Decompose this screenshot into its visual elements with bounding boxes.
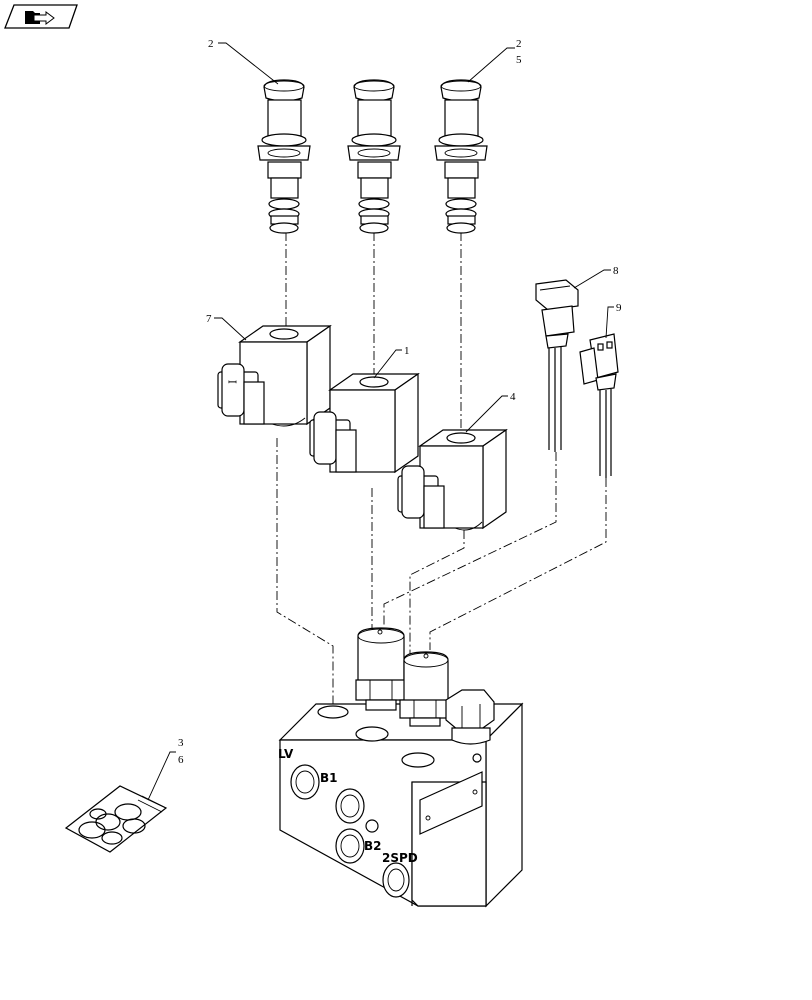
solenoid-coil-right [397, 428, 508, 531]
manifold-block [278, 702, 524, 908]
folder-arrow-icon [25, 11, 55, 25]
callout-4: 4 [510, 391, 516, 403]
leader-lines [147, 42, 614, 801]
pressure-sensor-right [399, 651, 451, 727]
callout-8: 8 [613, 265, 619, 277]
valve-cartridge-left [257, 79, 311, 234]
seal-kit-bag [64, 785, 168, 853]
callout-labels: 2 2 5 7 1 4 8 9 3 6 [178, 38, 622, 766]
plug-hex [445, 689, 495, 745]
port-label-2spd: 2SPD [382, 851, 418, 865]
port-label-lv: LV [278, 747, 294, 761]
port-label-b1: B1 [320, 771, 338, 785]
connector-9 [579, 333, 619, 478]
callout-2-left: 2 [208, 38, 214, 50]
pressure-sensor-left [355, 627, 407, 711]
port-label-b2: B2 [364, 839, 382, 853]
callout-7: 7 [206, 313, 212, 325]
solenoid-coil-center [309, 372, 420, 474]
solenoid-coil-left: ꟷ [217, 324, 332, 427]
callout-2-right: 2 [516, 38, 522, 50]
callout-9: 9 [616, 302, 622, 314]
callout-1: 1 [404, 345, 410, 357]
callout-6: 6 [178, 754, 184, 766]
valve-cartridge-right [434, 79, 488, 234]
callout-5: 5 [516, 54, 522, 66]
valve-cartridge-center [347, 79, 401, 234]
svg-text:ꟷ: ꟷ [228, 377, 237, 389]
connector-8 [535, 279, 579, 452]
nav-badge-button[interactable] [4, 4, 78, 29]
callout-3: 3 [178, 737, 184, 749]
port-labels: LV B1 B2 2SPD [278, 747, 418, 865]
